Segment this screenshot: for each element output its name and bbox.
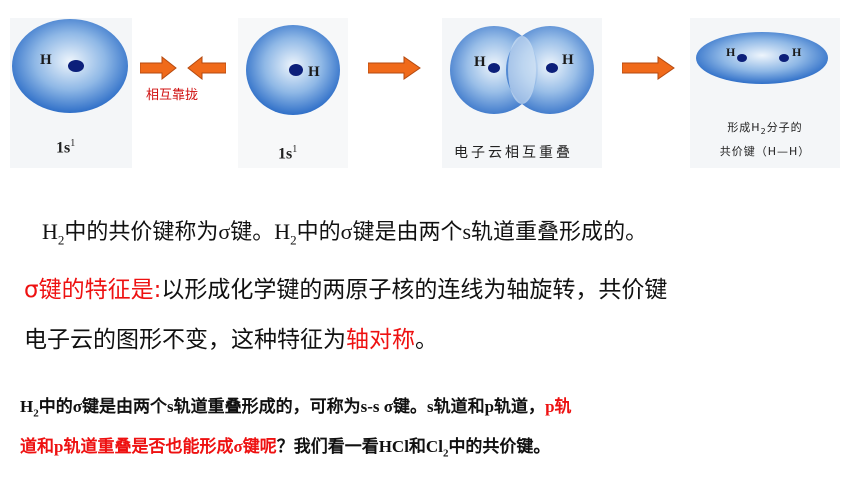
atom1-caption-main: 1s <box>56 139 71 157</box>
atom2-caption-sup: 1 <box>292 144 298 155</box>
text-part: H <box>20 397 34 416</box>
nucleus-right <box>779 54 789 62</box>
nucleus-left <box>488 63 500 73</box>
molecule-cloud-graphic: H H <box>696 32 828 84</box>
subscript: 2 <box>33 407 39 420</box>
left-arrow-icon <box>187 56 226 80</box>
molecule-caption-line2: 共价键（H—H） <box>719 145 811 159</box>
right-arrow-icon <box>622 56 675 80</box>
overlap-panel: H H 电子云相互重叠 <box>442 18 602 168</box>
sigma-definition-line: H2中的共价键称为σ键。H2中的σ键是由两个s轨道重叠形成的。 <box>42 214 647 248</box>
nucleus-right <box>546 63 558 73</box>
molecule-h-right-label: H <box>792 45 802 59</box>
sigma-feature-line1: σ键的特征是:以形成化学键的两原子核的连线为轴旋转，共价键 <box>24 270 667 304</box>
text-part: ？我们看一看HCl和Cl <box>276 437 443 456</box>
subscript: 2 <box>442 447 449 460</box>
subscript: 2 <box>290 232 297 248</box>
molecule-caption-part: 形成H <box>727 121 761 134</box>
atom2-cloud-graphic: H <box>246 25 340 115</box>
molecule-h-left-label: H <box>726 45 736 59</box>
atom1-caption-sup: 1 <box>70 138 76 149</box>
overlap-cloud-graphic: H H <box>450 26 594 114</box>
text-part: H <box>42 219 58 244</box>
sigma-feature-line2: 电子云的图形不变，这种特征为轴对称。 <box>24 320 438 354</box>
atom2-panel: H 1s1 <box>238 18 348 168</box>
right-arrow-icon <box>368 56 421 80</box>
atom1-caption: 1s1 <box>56 138 75 157</box>
molecule-panel: H H 形成H2分子的 共价键（H—H） <box>690 18 840 168</box>
molecule-caption-line1: 形成H2分子的 <box>690 118 840 142</box>
nucleus-left <box>737 54 747 62</box>
right-arrow-icon <box>140 56 177 80</box>
question-line2: 道和p轨道重叠是否也能形成σ键呢？我们看一看HCl和Cl2中的共价键。 <box>20 432 550 459</box>
arrow-to-overlap <box>368 56 421 80</box>
overlap-h-left-label: H <box>474 54 486 70</box>
text-part: 中的共价键。 <box>448 437 551 456</box>
atom1-cloud-graphic: H <box>12 19 128 113</box>
highlight-text: σ键的特征是: <box>24 277 162 303</box>
atom2-h-label: H <box>308 64 320 80</box>
text-part: 以形成化学键的两原子核的连线为轴旋转，共价键 <box>161 277 668 303</box>
molecule-caption-part: 分子的 <box>766 121 803 134</box>
question-line1: H2中的σ键是由两个s轨道重叠形成的，可称为s-s σ键。s轨道和p轨道，p轨 <box>20 392 572 419</box>
atom2-caption-main: 1s <box>278 145 293 163</box>
subscript: 2 <box>57 232 65 248</box>
overlap-h-right-label: H <box>562 52 574 68</box>
overlap-region <box>508 36 536 104</box>
arrow-to-molecule <box>622 56 675 80</box>
atom1-h-label: H <box>40 52 52 68</box>
overlap-caption: 电子云相互重叠 <box>454 145 573 161</box>
nucleus <box>289 64 303 76</box>
approach-arrows <box>140 56 226 80</box>
molecular-orbital <box>696 32 828 84</box>
highlight-text: p轨 <box>545 397 572 416</box>
molecule-caption-sub: 2 <box>760 127 767 137</box>
nucleus <box>68 60 84 72</box>
atom2-caption: 1s1 <box>278 144 297 163</box>
highlight-text: 道和p轨道重叠是否也能形成σ键呢 <box>20 437 277 456</box>
text-part: 中的σ键是由两个s轨道重叠形成的，可称为s-s σ键。s轨道和p轨道， <box>38 397 546 416</box>
approach-label: 相互靠拢 <box>146 88 199 103</box>
text-part: 中的σ键是由两个s轨道重叠形成的。 <box>296 219 648 244</box>
molecule-caption: 形成H2分子的 共价键（H—H） <box>690 118 840 162</box>
text-part: 。 <box>415 327 438 353</box>
text-part: 中的共价键称为σ键。H <box>64 219 291 244</box>
atom1-panel: H 1s1 <box>10 18 132 168</box>
text-part: 电子云的图形不变，这种特征为 <box>24 327 346 353</box>
highlight-text: 轴对称 <box>346 327 415 353</box>
